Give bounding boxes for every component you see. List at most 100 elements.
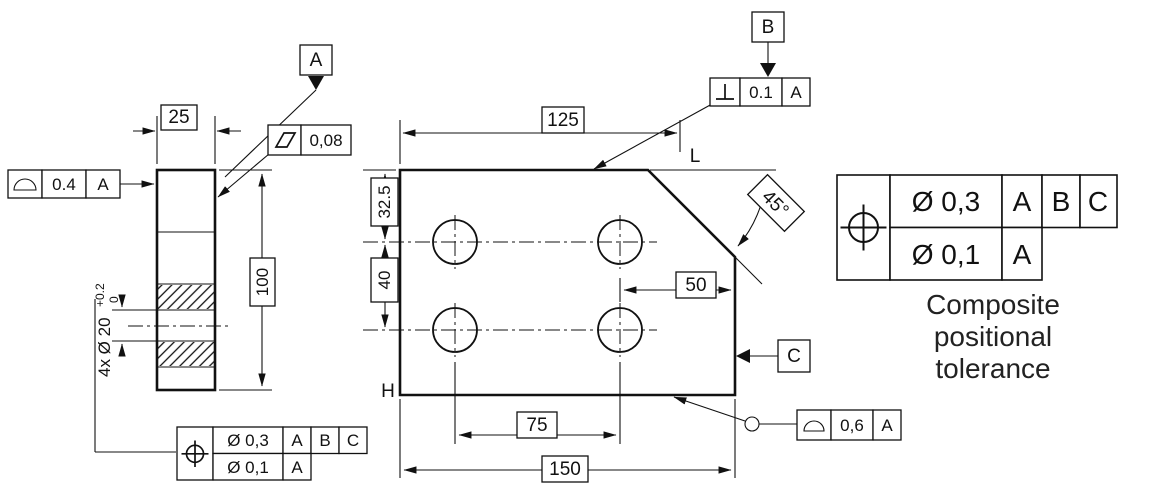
row1-datum1-cell (282, 426, 312, 455)
surface-profile-icon (13, 178, 37, 191)
position-icon (840, 204, 887, 251)
dim-extension-lines (156, 116, 216, 164)
fcf-row2-d1: A (1013, 239, 1032, 270)
basic-dim-box (370, 257, 399, 303)
dim-row-spacing-value: 40 (375, 271, 394, 290)
fcf-datum-cell (85, 169, 121, 199)
basic-dim-box (160, 104, 198, 131)
datum-box (299, 44, 333, 76)
dim-extension-lines (454, 362, 621, 444)
all-around-icon (744, 416, 760, 432)
basic-dim-box (541, 455, 589, 483)
fcf-value-cell (830, 409, 874, 441)
datum-c-label: C (787, 346, 801, 367)
profile-value: 0.4 (52, 175, 76, 194)
dim-first-row-value: 32.5 (375, 185, 394, 218)
datum-a-flag: A (224, 44, 333, 178)
dim-extension-lines (219, 169, 272, 391)
caption-line-1: Composite (926, 289, 1060, 320)
fcf-row1-d3: C (1088, 186, 1108, 217)
dim-height: 100 (219, 169, 276, 391)
dim-top-width-value: 125 (547, 110, 579, 131)
fcf-symbol-cell (7, 169, 43, 199)
profile-datum: A (97, 175, 109, 194)
front-view-outline (398, 168, 737, 397)
fcf-row2-tol: Ø 0,1 (227, 458, 269, 477)
datum-triangle-icon (308, 76, 324, 90)
flatness-value: 0,08 (309, 131, 342, 150)
datum-box (751, 11, 785, 43)
dim-top-width: 125 (399, 106, 681, 164)
surface-profile-callout-left: 0.4 A (7, 169, 155, 199)
datum-c-flag: C (736, 339, 811, 373)
datum-box (777, 339, 811, 373)
leader (217, 153, 270, 198)
side-view: 25 100 A 0,08 (7, 44, 368, 481)
dim-right-offset-value: 50 (685, 275, 706, 296)
hole-tol-lower: 0 (107, 296, 121, 303)
perpendicularity-icon (716, 84, 734, 100)
leader (593, 103, 713, 170)
chamfer-extension-line (734, 256, 763, 285)
row2-datum1-cell (1001, 226, 1043, 281)
point-label-l: L (690, 146, 701, 167)
row2-tolerance-cell (889, 226, 1003, 281)
point-label-h: H (381, 381, 395, 402)
dim-right-offset: 50 (619, 271, 732, 302)
hole-bottom-right (597, 307, 643, 353)
chamfer-angle-dim: 45° (650, 169, 806, 285)
datum-triangle-icon (736, 349, 750, 363)
fcf-row2-d1: A (291, 458, 303, 477)
datum-a-label: A (310, 50, 323, 71)
perpendicularity-value: 0.1 (749, 83, 773, 102)
dim-row-spacing: 40 (370, 244, 399, 328)
flatness-callout: 0,08 (217, 124, 352, 198)
fcf-datum-cell (872, 409, 902, 441)
fcf-symbol-cell (267, 124, 302, 156)
basic-dim-box (370, 177, 399, 227)
basic-dim-box (675, 271, 717, 299)
fcf-value-cell (41, 169, 87, 199)
fcf-row1-tol: Ø 0,3 (912, 186, 980, 217)
section-hatch-upper (158, 285, 214, 309)
dim-thickness: 25 (133, 104, 241, 164)
row1-datum2-cell (1041, 174, 1081, 229)
position-icon (181, 440, 209, 467)
surface-profile-callout-bottom: 0,6 A (673, 396, 902, 441)
dim-total-width: 150 (399, 399, 736, 483)
fcf-row1-d1: A (1013, 186, 1032, 217)
fcf-value-cell (300, 124, 352, 156)
hole-tol-upper: +0.2 (93, 283, 107, 307)
basic-dim-box (249, 257, 276, 307)
hole-top-right (597, 219, 643, 265)
section-hatch-lower (158, 342, 214, 366)
dim-extension-lines (399, 399, 736, 478)
basic-dim-box (541, 106, 585, 134)
datum-b-label: B (762, 17, 775, 38)
row2-datum1-cell (282, 452, 312, 481)
row1-datum3-cell (1079, 174, 1118, 229)
row1-datum3-cell (338, 426, 368, 455)
fcf-row1-d3: C (347, 431, 359, 450)
profile-value: 0,6 (840, 416, 864, 435)
note-leader (94, 299, 176, 453)
row1-datum2-cell (310, 426, 340, 455)
caption: Composite positional tolerance (926, 289, 1060, 384)
perpendicularity-datum: A (790, 83, 802, 102)
flatness-icon (274, 132, 297, 148)
perpendicularity-callout: 0.1 A (593, 77, 811, 170)
row-centerlines (363, 241, 657, 331)
datum-b-flag: B (751, 11, 785, 77)
basic-dim-box (516, 411, 558, 439)
hole-extension-lines (112, 309, 156, 342)
side-view-hole-edges (157, 283, 215, 368)
dim-first-row: 32.5 (363, 169, 399, 240)
composite-fcf-small: Ø 0,3 A B C Ø 0,1 A (176, 426, 368, 481)
fcf-row2-tol: Ø 0,1 (912, 239, 980, 270)
caption-line-2: positional (934, 321, 1052, 352)
profile-datum: A (881, 416, 893, 435)
dim-thickness-value: 25 (168, 107, 189, 128)
hole-top-left (432, 219, 478, 265)
leader (673, 396, 746, 422)
fcf-row1-d2: B (1052, 186, 1071, 217)
